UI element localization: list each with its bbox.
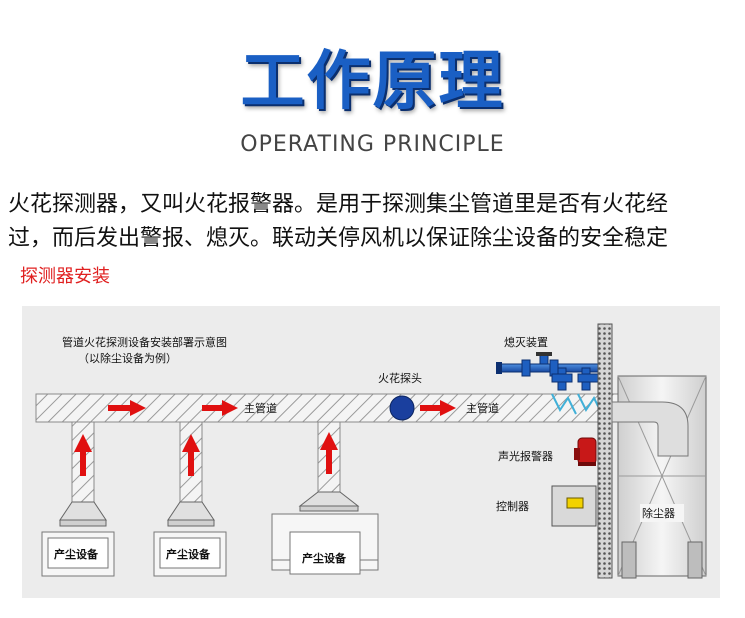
audible-visual-alarm: [574, 437, 597, 466]
installation-diagram: 管道火花探测设备安装部署示意图 （以除尘设备为例）: [22, 306, 720, 598]
page-subtitle: OPERATING PRINCIPLE: [240, 132, 505, 157]
hood-2-base: [167, 519, 215, 527]
extinguisher-label: 熄灭装置: [504, 335, 548, 349]
extinguisher-device: [496, 352, 599, 391]
equipment-3-label: 产尘设备: [302, 551, 347, 565]
page-title: 工作原理: [240, 45, 505, 119]
equipment-1: [41, 531, 115, 577]
controller-label: 控制器: [496, 499, 529, 513]
section-heading: 探测器安装: [20, 266, 110, 287]
dust-collector-label: 除尘器: [642, 506, 675, 520]
equipment-3: [271, 513, 379, 575]
main-pipe-label-1: 主管道: [244, 401, 277, 415]
equipment-2-label: 产尘设备: [166, 547, 211, 561]
wall: [597, 323, 613, 579]
arrow-up-1: [74, 434, 92, 476]
spark-probe-label: 火花探头: [378, 372, 422, 385]
main-pipe-label-2: 主管道: [466, 401, 499, 415]
arrow-up-3: [320, 432, 338, 474]
hood-1-base: [59, 519, 107, 527]
dust-collector-label-bg: [640, 504, 684, 522]
diagram-caption-1: 管道火花探测设备安装部署示意图: [62, 335, 227, 349]
alarm-label: 声光报警器: [498, 449, 553, 463]
arrow-right-2: [202, 400, 238, 416]
dust-collector: [611, 375, 707, 579]
hood-3-base: [299, 505, 359, 512]
description-line-1: 火花探测器，又叫火花报警器。是用于探测集尘管道里是否有火花经: [8, 192, 669, 217]
description: 火花探测器，又叫火花报警器。是用于探测集尘管道里是否有火花经 过，而后发出警报、…: [8, 188, 743, 256]
diagram-caption-2: （以除尘设备为例）: [78, 351, 177, 365]
arrow-up-2: [182, 434, 200, 476]
equipment-1-label: 产尘设备: [54, 547, 99, 561]
description-line-2: 过，而后发出警报、熄灭。联动关停风机以保证除尘设备的安全稳定: [8, 226, 669, 251]
spark-probe: [389, 395, 415, 421]
equipment-2: [153, 531, 227, 577]
arrow-right-3: [420, 400, 456, 416]
controller: [551, 485, 597, 527]
arrow-right-1: [108, 400, 146, 416]
